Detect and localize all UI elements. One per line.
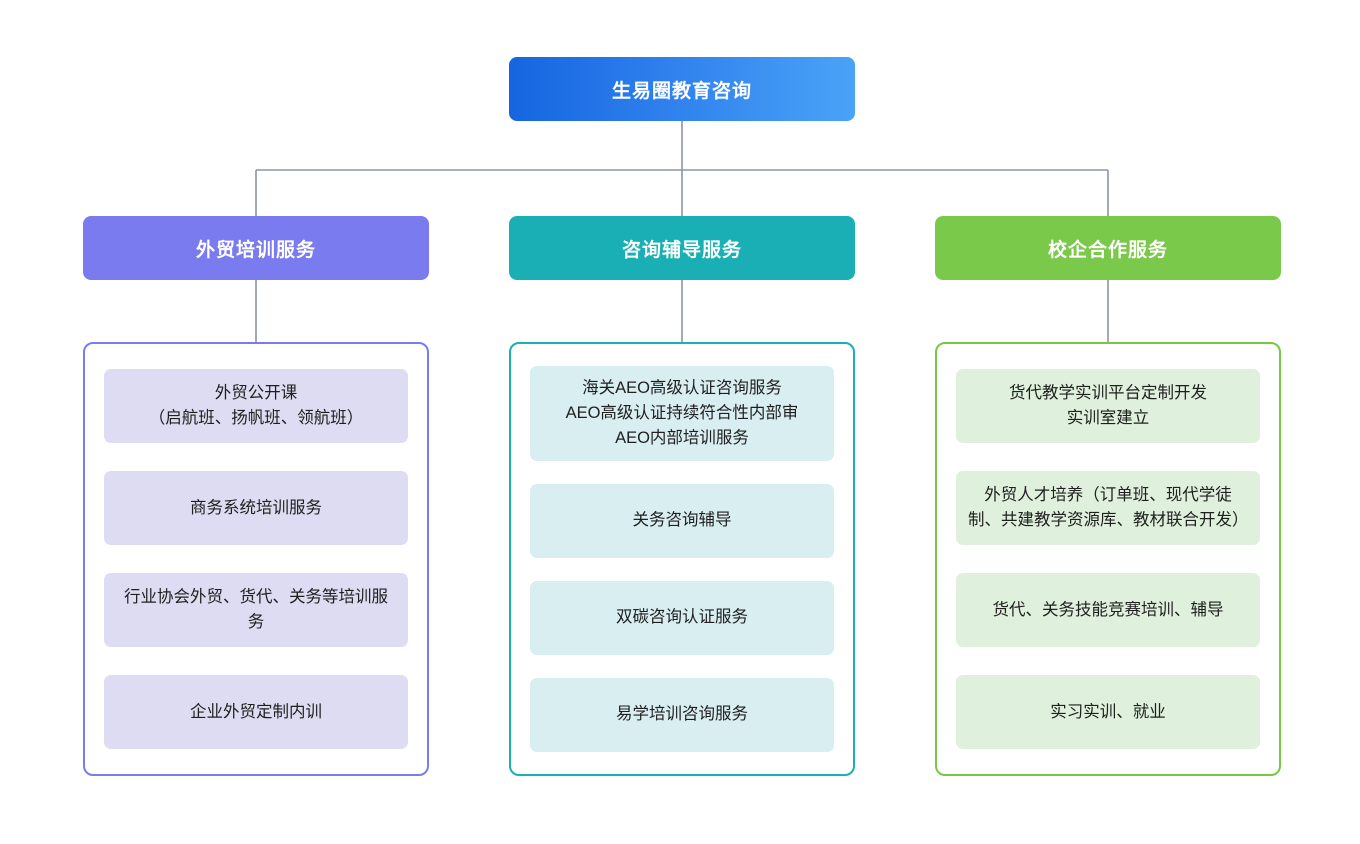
branch-header-3[interactable]: 校企合作服务 — [935, 216, 1281, 280]
leaf-item[interactable]: 货代、关务技能竞赛培训、辅导 — [956, 573, 1260, 647]
leaf-item[interactable]: 实习实训、就业 — [956, 675, 1260, 749]
leaf-item[interactable]: 双碳咨询认证服务 — [530, 580, 834, 655]
branch-header-1[interactable]: 外贸培训服务 — [83, 216, 429, 280]
root-node[interactable]: 生易圈教育咨询 — [509, 57, 855, 121]
leaf-item[interactable]: 商务系统培训服务 — [104, 471, 408, 545]
root-node-label: 生易圈教育咨询 — [611, 80, 752, 102]
leaf-item[interactable]: 易学培训咨询服务 — [530, 677, 834, 752]
leaf-item[interactable]: 行业协会外贸、货代、关务等培训服务 — [104, 573, 408, 647]
leaf-item[interactable]: 货代教学实训平台定制开发 实训室建立 — [956, 369, 1260, 443]
leaf-container-2: 海关AEO高级认证咨询服务 AEO高级认证持续符合性内部审 AEO内部培训服务 … — [509, 342, 855, 776]
branch-column-1: 外贸培训服务 外贸公开课 （启航班、扬帆班、领航班） 商务系统培训服务 行业协会… — [83, 216, 429, 776]
branch-column-2: 咨询辅导服务 海关AEO高级认证咨询服务 AEO高级认证持续符合性内部审 AEO… — [509, 216, 855, 776]
branch-header-2[interactable]: 咨询辅导服务 — [509, 216, 855, 280]
branch-header-label-1: 外贸培训服务 — [195, 239, 316, 261]
leaf-item[interactable]: 外贸公开课 （启航班、扬帆班、领航班） — [104, 369, 408, 443]
leaf-item[interactable]: 企业外贸定制内训 — [104, 675, 408, 749]
branch-header-label-2: 咨询辅导服务 — [621, 239, 742, 261]
leaf-container-1: 外贸公开课 （启航班、扬帆班、领航班） 商务系统培训服务 行业协会外贸、货代、关… — [83, 342, 429, 776]
leaf-item[interactable]: 关务咨询辅导 — [530, 483, 834, 558]
branch-column-3: 校企合作服务 货代教学实训平台定制开发 实训室建立 外贸人才培养（订单班、现代学… — [935, 216, 1281, 776]
leaf-item[interactable]: 海关AEO高级认证咨询服务 AEO高级认证持续符合性内部审 AEO内部培训服务 — [530, 366, 834, 461]
leaf-container-3: 货代教学实训平台定制开发 实训室建立 外贸人才培养（订单班、现代学徒制、共建教学… — [935, 342, 1281, 776]
branch-header-label-3: 校企合作服务 — [1047, 239, 1168, 261]
leaf-item[interactable]: 外贸人才培养（订单班、现代学徒制、共建教学资源库、教材联合开发） — [956, 471, 1260, 545]
